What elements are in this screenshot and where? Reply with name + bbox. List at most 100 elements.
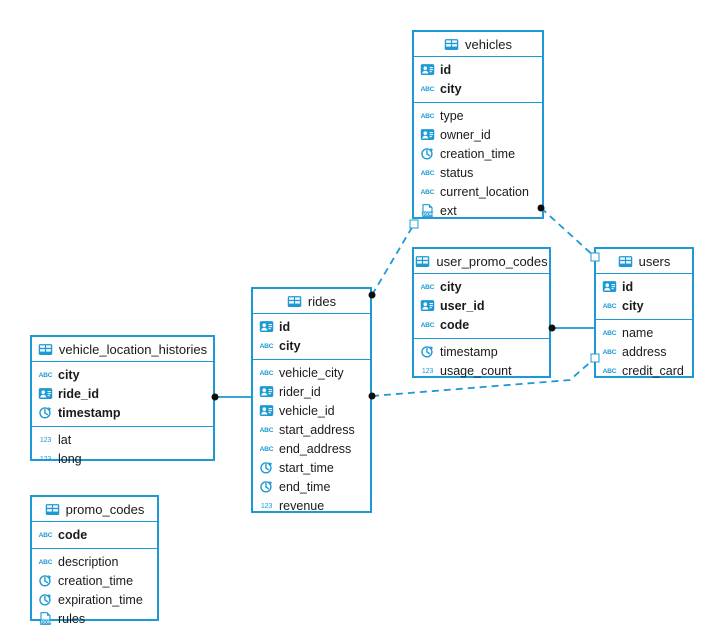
abc-string-type-icon: ABC <box>38 554 53 569</box>
source-filled-dot-marker <box>548 324 556 332</box>
column-row-timestamp[interactable]: timestamp <box>32 403 213 422</box>
column-row-id[interactable]: id <box>596 277 692 296</box>
column-name: city <box>440 279 462 294</box>
column-row-timestamp[interactable]: timestamp <box>414 342 549 361</box>
abc-string-type-icon: ABC <box>259 422 274 437</box>
column-row-id[interactable]: id <box>253 317 370 336</box>
column-row-owner_id[interactable]: owner_id <box>414 125 542 144</box>
table-header-vehicles[interactable]: vehicles <box>414 32 542 57</box>
source-filled-dot-marker <box>211 393 219 401</box>
table-header-rides[interactable]: rides <box>253 289 370 314</box>
table-grid-icon <box>618 254 633 269</box>
target-open-square-marker <box>590 252 600 262</box>
column-row-vehicle_id[interactable]: vehicle_id <box>253 401 370 420</box>
table-title: user_promo_codes <box>436 253 548 269</box>
svg-text:123: 123 <box>261 502 273 510</box>
abc-string-type-icon: ABC <box>602 298 617 313</box>
svg-text:ABC: ABC <box>39 532 53 539</box>
target-open-square-marker <box>409 219 419 229</box>
column-name: code <box>58 527 88 542</box>
abc-string-type-icon: ABC <box>420 165 435 180</box>
column-row-user_id[interactable]: user_id <box>414 296 549 315</box>
123-number-type-icon: 123 <box>259 498 274 513</box>
column-name: vehicle_id <box>279 403 335 418</box>
column-row-expiration_time[interactable]: expiration_time <box>32 590 157 609</box>
column-row-end_time[interactable]: end_time <box>253 477 370 496</box>
table-grid-icon <box>38 342 53 357</box>
table-header-user_promo_codes[interactable]: user_promo_codes <box>414 249 549 274</box>
column-row-start_time[interactable]: start_time <box>253 458 370 477</box>
column-row-revenue[interactable]: 123 revenue <box>253 496 370 515</box>
abc-string-type-icon: ABC <box>259 365 274 380</box>
column-row-creation_time[interactable]: creation_time <box>414 144 542 163</box>
column-row-ride_id[interactable]: ride_id <box>32 384 213 403</box>
column-row-code[interactable]: ABC code <box>414 315 549 334</box>
column-row-city[interactable]: ABC city <box>596 296 692 315</box>
column-name: user_id <box>440 298 485 313</box>
column-name: revenue <box>279 498 325 513</box>
svg-text:ABC: ABC <box>421 189 435 196</box>
id-card-type-icon <box>259 403 274 418</box>
column-name: city <box>622 298 644 313</box>
table-grid-icon <box>45 502 60 517</box>
abc-string-type-icon: ABC <box>259 441 274 456</box>
column-row-id[interactable]: id <box>414 60 542 79</box>
123-number-type-icon: 123 <box>420 363 435 378</box>
svg-text:ABC: ABC <box>39 559 53 566</box>
table-grid-icon <box>287 294 302 309</box>
column-name: code <box>440 317 470 332</box>
table-title: users <box>638 253 671 269</box>
column-name: ext <box>440 203 457 218</box>
abc-string-type-icon: ABC <box>38 367 53 382</box>
abc-string-type-icon: ABC <box>602 325 617 340</box>
clock-timestamp-type-icon <box>38 573 53 588</box>
table-header-users[interactable]: users <box>596 249 692 274</box>
column-row-code[interactable]: ABC code <box>32 525 157 544</box>
123-number-type-icon: 123 <box>38 432 53 447</box>
svg-text:ABC: ABC <box>260 343 274 350</box>
table-header-promo_codes[interactable]: promo_codes <box>32 497 157 522</box>
relationship-line-rel-rides-users[interactable] <box>371 357 596 397</box>
abc-string-type-icon: ABC <box>420 317 435 332</box>
svg-text:ABC: ABC <box>421 86 435 93</box>
abc-string-type-icon: ABC <box>602 363 617 378</box>
table-header-vehicle_location_histories[interactable]: vehicle_location_histories <box>32 337 213 362</box>
column-row-rider_id[interactable]: rider_id <box>253 382 370 401</box>
relationship-line-rel-vehicles-users[interactable] <box>540 207 596 258</box>
svg-text:ABC: ABC <box>260 446 274 453</box>
column-row-creation_time[interactable]: creation_time <box>32 571 157 590</box>
relationship-line-rel-vehicles-rides[interactable] <box>371 223 415 296</box>
column-name: creation_time <box>440 146 516 161</box>
primary-key-section: ABC code <box>32 522 157 549</box>
abc-string-type-icon: ABC <box>259 338 274 353</box>
